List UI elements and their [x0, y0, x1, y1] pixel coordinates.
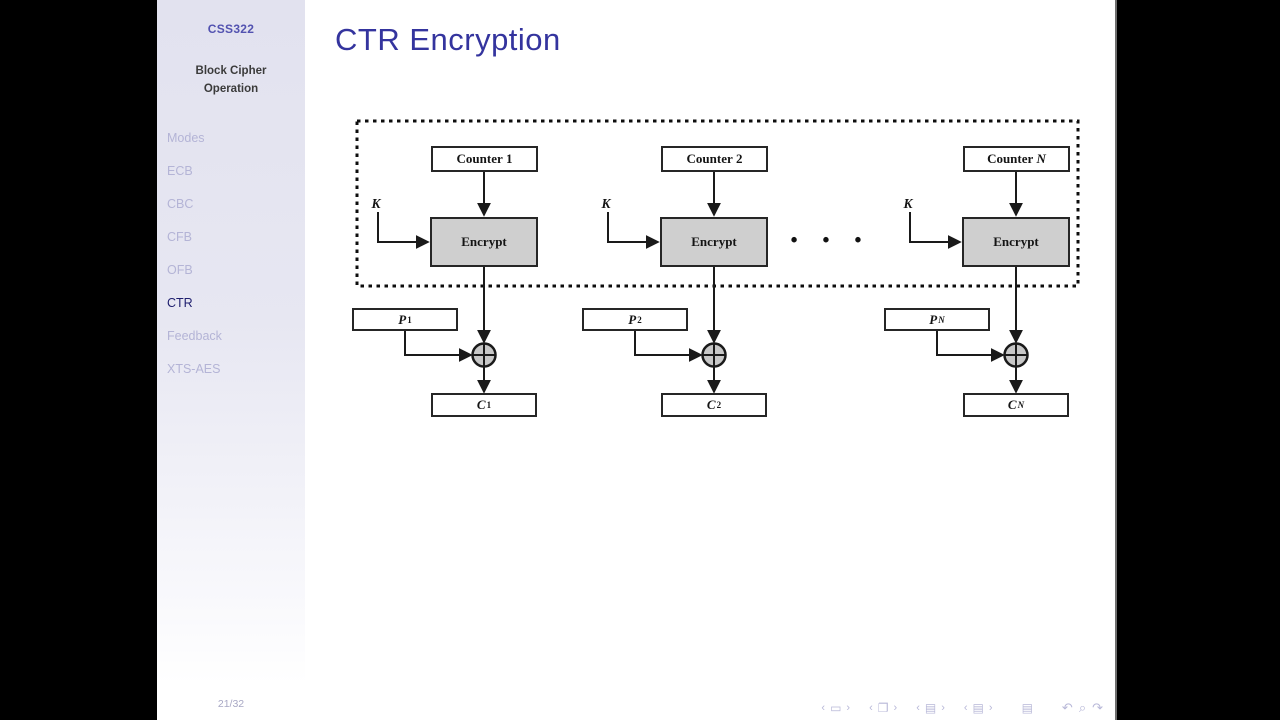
- subsection-nav-group: ‹ ▤ ›: [913, 701, 948, 715]
- subsection-icon[interactable]: ▤: [924, 701, 937, 715]
- counter-n-index: N: [1036, 151, 1046, 166]
- slide-nav-group: ‹ ▭ ›: [818, 701, 853, 715]
- subtitle-line-1: Block Cipher: [195, 65, 267, 77]
- key-label-n: K: [903, 196, 913, 211]
- slide-title: CTR Encryption: [335, 22, 561, 57]
- counter-2-box: Counter 2: [661, 146, 768, 172]
- next-frame-arrow-icon[interactable]: ›: [893, 702, 898, 714]
- letterbox-right: [1119, 0, 1280, 720]
- key-label-1: K: [371, 196, 381, 211]
- encrypt-box-2: Encrypt: [660, 217, 768, 267]
- go-back-icon[interactable]: ↶: [1061, 700, 1073, 715]
- frame-icon[interactable]: ❐: [877, 701, 889, 715]
- section-nav-group: ‹ ▤ ›: [961, 701, 996, 715]
- counter-1-box: Counter 1: [431, 146, 538, 172]
- sidebar-item-feedback[interactable]: Feedback: [167, 329, 222, 343]
- go-forward-icon[interactable]: ↷: [1092, 700, 1103, 715]
- presentation-icon[interactable]: ▤: [1021, 701, 1033, 715]
- sidebar-item-cbc[interactable]: CBC: [167, 197, 194, 211]
- counter-1-index: 1: [505, 151, 513, 166]
- plaintext-1-symbol: P: [398, 311, 407, 327]
- counter-n-box: Counter N: [963, 146, 1070, 172]
- section-icon[interactable]: ▤: [972, 701, 984, 715]
- course-code: CSS322: [207, 22, 255, 36]
- ciphertext-1-symbol: C: [476, 397, 486, 412]
- subtitle-line-2: Operation: [203, 83, 259, 95]
- counter-n-label: Counter: [987, 151, 1034, 166]
- sidebar: CSS322 Block Cipher Operation Modes ECB …: [157, 0, 305, 720]
- prev-section-arrow-icon[interactable]: ‹: [963, 702, 968, 714]
- encrypt-box-n: Encrypt: [962, 217, 1070, 267]
- beamer-navigation-bar: ‹ ▭ › ‹ ❐ › ‹ ▤ › ‹ ▤ › ▤ ↶ ⌕: [805, 700, 1106, 716]
- counter-1-label: Counter: [456, 151, 503, 166]
- page-number: 21/32: [217, 698, 245, 710]
- sidebar-item-ctr[interactable]: CTR: [167, 296, 193, 310]
- sidebar-item-modes[interactable]: Modes: [167, 131, 205, 145]
- sidebar-nav: Modes ECB CBC CFB OFB CTR Feedback XTS-A…: [167, 128, 301, 392]
- letterbox-left: [0, 0, 157, 720]
- ellipsis-dots: • • •: [790, 230, 872, 251]
- counter-2-label: Counter: [686, 151, 733, 166]
- prev-subsection-arrow-icon[interactable]: ‹: [916, 702, 920, 714]
- next-section-arrow-icon[interactable]: ›: [988, 702, 993, 714]
- sidebar-item-cfb[interactable]: CFB: [167, 230, 192, 244]
- slide-body: CTR Encryption: [305, 0, 1117, 720]
- next-subsection-arrow-icon[interactable]: ›: [941, 702, 945, 714]
- ciphertext-n-symbol: C: [1007, 397, 1017, 412]
- sidebar-item-ofb[interactable]: OFB: [167, 263, 193, 277]
- dotted-boundary: [355, 119, 1080, 288]
- diagram-connectors: [355, 119, 1080, 394]
- key-label-2: K: [601, 196, 611, 211]
- next-slide-arrow-icon[interactable]: ›: [846, 702, 851, 714]
- plaintext-2-symbol: P: [628, 311, 637, 327]
- prev-slide-arrow-icon[interactable]: ‹: [821, 702, 826, 714]
- search-icon[interactable]: ⌕: [1078, 700, 1087, 715]
- encrypt-box-1: Encrypt: [430, 217, 538, 267]
- slide-icon[interactable]: ▭: [830, 701, 842, 715]
- prev-frame-arrow-icon[interactable]: ‹: [869, 702, 873, 714]
- sidebar-item-xts-aes[interactable]: XTS-AES: [167, 362, 221, 376]
- plaintext-n-symbol: P: [929, 311, 938, 327]
- history-search-group: ↶ ⌕ ↷: [1059, 700, 1106, 716]
- sidebar-item-ecb[interactable]: ECB: [167, 164, 193, 178]
- presentation-subtitle: Block Cipher Operation: [157, 62, 305, 98]
- counter-2-index: 2: [735, 151, 743, 166]
- ciphertext-2-symbol: C: [706, 397, 716, 412]
- frame-nav-group: ‹ ❐ ›: [866, 701, 900, 715]
